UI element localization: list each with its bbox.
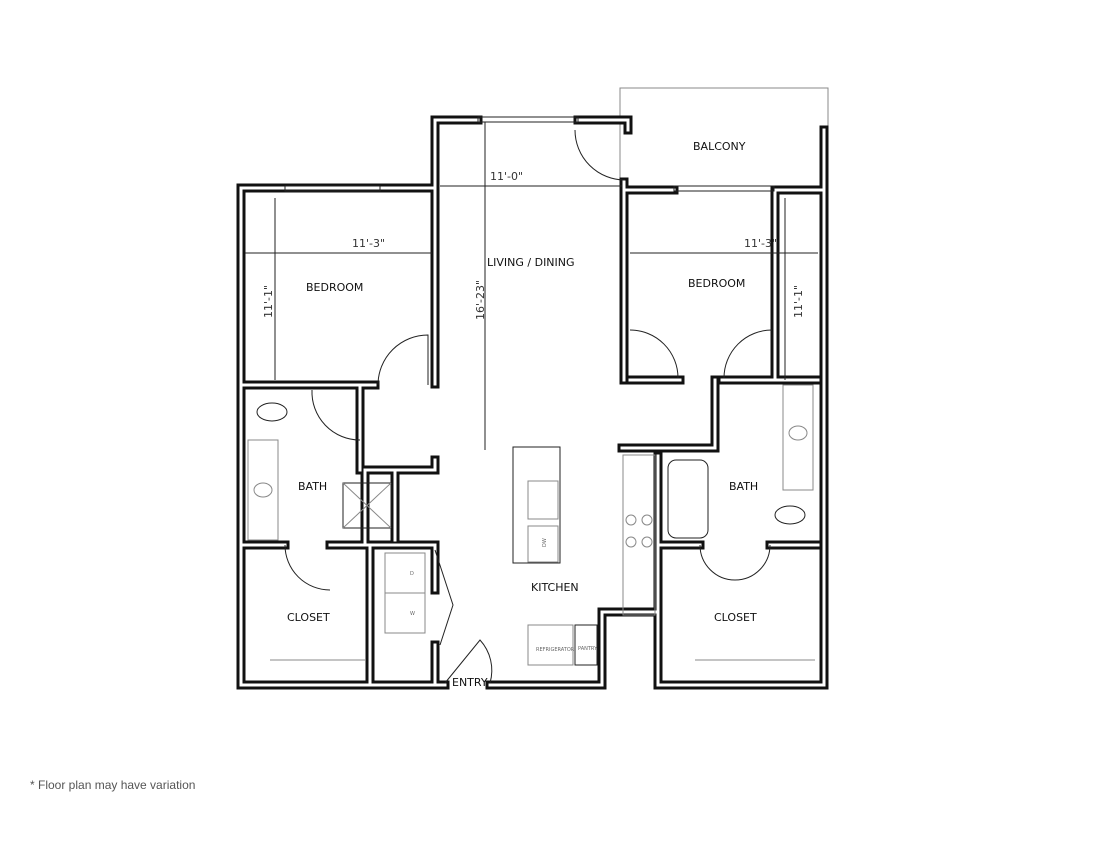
refrigerator bbox=[527, 624, 574, 666]
sink-icon bbox=[788, 425, 808, 441]
dim-living-width: 11'-0" bbox=[490, 170, 523, 183]
dishwasher bbox=[527, 525, 559, 563]
room-label-balcony: BALCONY bbox=[693, 140, 746, 153]
walls bbox=[236, 115, 829, 690]
windows bbox=[284, 116, 775, 192]
dishwasher-label: DW bbox=[542, 538, 548, 547]
dim-living-length: 16'-23" bbox=[474, 280, 487, 320]
fixtures bbox=[247, 384, 815, 666]
dim-bedroom-left-length: 11'-1" bbox=[262, 285, 275, 318]
pantry-label: PANTRY bbox=[578, 646, 598, 652]
washer-label: W bbox=[410, 611, 415, 617]
dryer-label: D bbox=[410, 571, 414, 577]
kitchen-island bbox=[512, 446, 561, 564]
toilet-icon bbox=[256, 402, 288, 422]
kitchen-counter bbox=[622, 454, 656, 616]
bathtub-icon bbox=[667, 459, 709, 539]
vanity-left bbox=[247, 439, 279, 541]
doors bbox=[284, 129, 773, 684]
room-label-bedroom-left: BEDROOM bbox=[306, 281, 363, 294]
vanity-right bbox=[782, 384, 814, 491]
island-sink-icon bbox=[527, 480, 559, 520]
dim-bedroom-right-width: 11'-3" bbox=[744, 237, 777, 250]
room-label-bath-left: BATH bbox=[298, 480, 327, 493]
shower bbox=[342, 482, 392, 529]
balcony-outline bbox=[619, 87, 829, 190]
room-label-living: LIVING / DINING bbox=[487, 256, 575, 269]
room-label-closet-left: CLOSET bbox=[287, 611, 330, 624]
refrigerator-label: REFRIGERATOR bbox=[536, 647, 575, 653]
pantry bbox=[574, 624, 598, 666]
room-label-bedroom-right: BEDROOM bbox=[688, 277, 745, 290]
dim-bedroom-right-length: 11'-1" bbox=[792, 285, 805, 318]
washer bbox=[384, 592, 426, 634]
room-label-closet-right: CLOSET bbox=[714, 611, 757, 624]
room-label-bath-right: BATH bbox=[729, 480, 758, 493]
dryer bbox=[384, 552, 426, 594]
sink-icon bbox=[253, 482, 273, 498]
dim-bedroom-left-width: 11'-3" bbox=[352, 237, 385, 250]
toilet-icon bbox=[774, 505, 806, 525]
footnote: * Floor plan may have variation bbox=[30, 778, 196, 792]
dimension-lines bbox=[245, 122, 818, 450]
stove-burner-icon bbox=[625, 514, 637, 526]
room-label-entry: ENTRY bbox=[452, 676, 488, 689]
room-label-kitchen: KITCHEN bbox=[531, 581, 579, 594]
